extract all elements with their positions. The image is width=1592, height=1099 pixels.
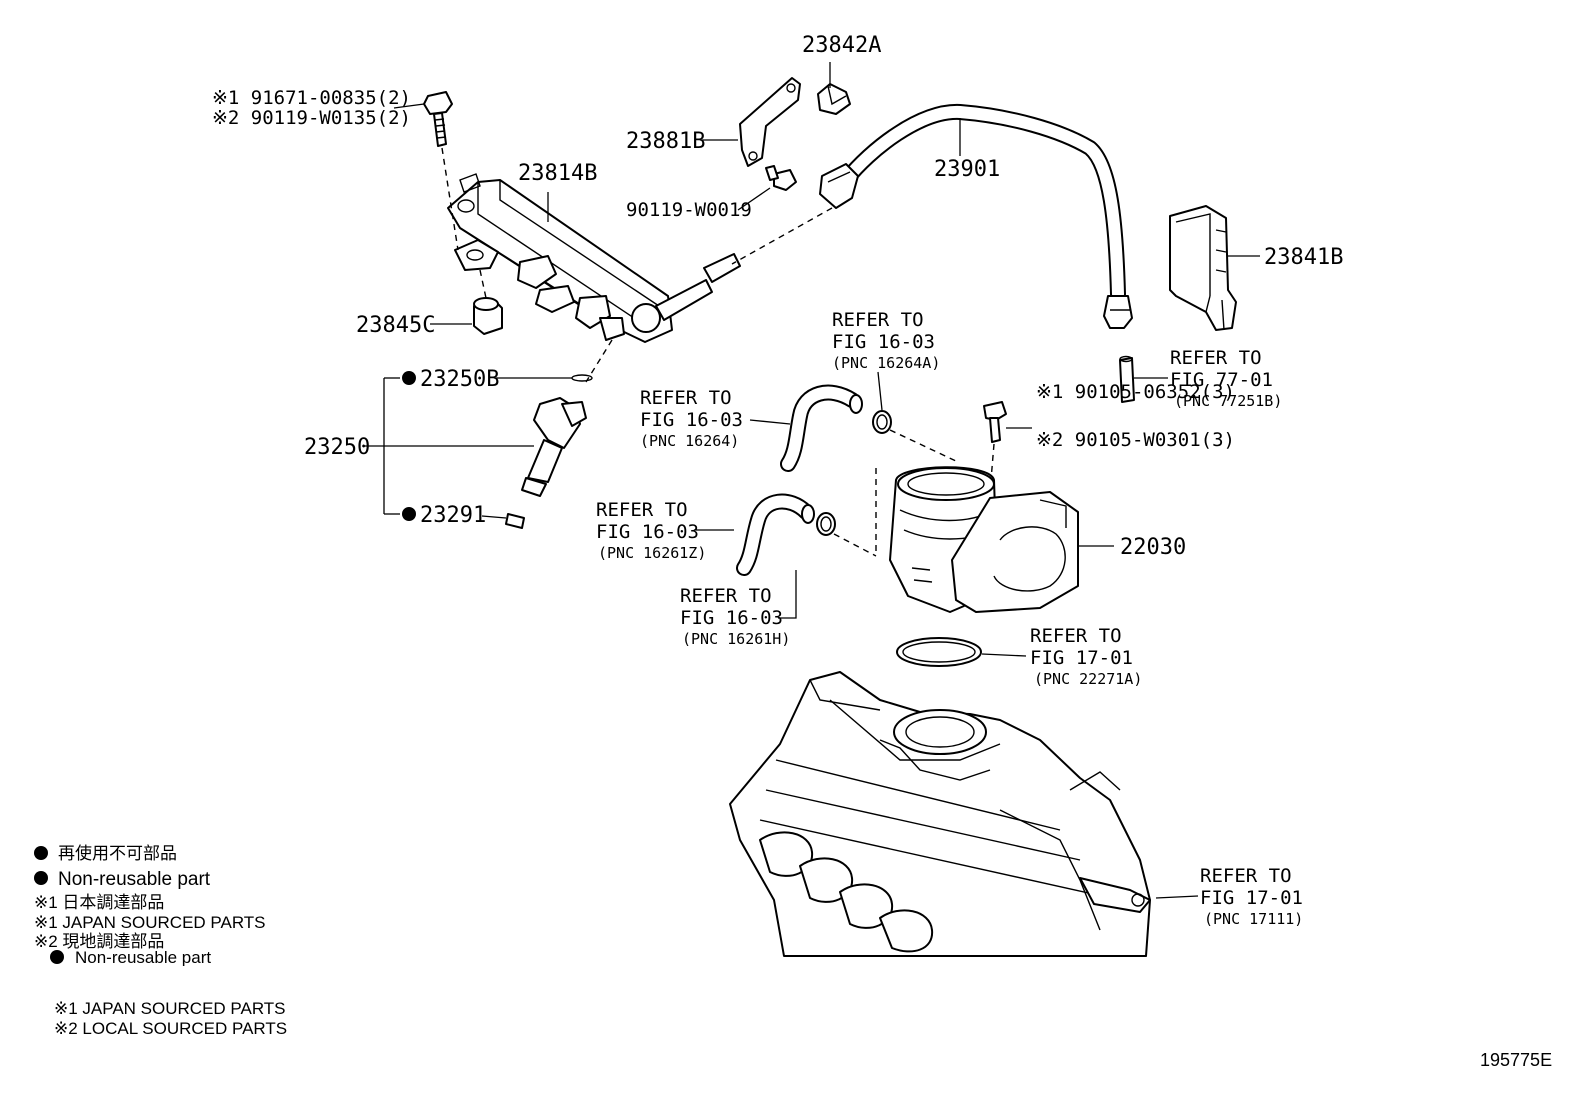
label-23881B: 23881B: [626, 129, 705, 154]
fuel-injector-drawing: [521, 397, 587, 497]
legend-dot-icon: [34, 871, 48, 885]
hose-clamp-drawing: [817, 83, 851, 115]
label-tb-bolt-local: ※2 90105-W0301(3): [1036, 429, 1235, 451]
svg-text:FIG 16-03: FIG 16-03: [596, 521, 699, 543]
legend-japan-en: ※1 JAPAN SOURCED PARTS: [34, 913, 266, 932]
figure-id: 195775E: [1480, 1050, 1552, 1070]
label-23841B: 23841B: [1264, 245, 1343, 270]
throttle-gasket-drawing: [896, 637, 982, 667]
svg-text:FIG 16-03: FIG 16-03: [680, 607, 783, 629]
label-23845C: 23845C: [356, 313, 435, 338]
label-bolt-japan: ※1 91671-00835(2): [212, 87, 411, 109]
svg-text:FIG 77-01: FIG 77-01: [1170, 369, 1273, 391]
label-23291: 23291: [420, 503, 486, 528]
label-bolt-local: ※2 90119-W0135(2): [212, 107, 411, 129]
hose-clip-lower-drawing: [816, 512, 836, 536]
non-reusable-dot: [402, 371, 416, 385]
pressure-sensor-drawing: [1169, 205, 1237, 331]
label-23250: 23250: [304, 435, 370, 460]
bracket-bolt-drawing: [765, 165, 797, 191]
legend-dot-icon: [34, 846, 48, 860]
svg-text:REFER TO: REFER TO: [1200, 865, 1292, 887]
label-23250B: 23250B: [420, 367, 499, 392]
legend-non-reusable-jp: 再使用不可部品: [58, 843, 177, 863]
legend-non-reusable-en: Non-reusable part: [58, 869, 211, 890]
leader-lines: [364, 62, 1260, 899]
throttle-body-drawing: [889, 466, 1079, 613]
svg-text:FIG 16-03: FIG 16-03: [640, 409, 743, 431]
svg-text:FIG 17-01: FIG 17-01: [1200, 887, 1303, 909]
svg-text:REFER TO: REFER TO: [640, 387, 732, 409]
svg-text:FIG 16-03: FIG 16-03: [832, 331, 935, 353]
label-90119-W0019: 90119-W0019: [626, 199, 752, 221]
legend: 再使用不可部品 Non-reusable part ※1 日本調達部品 ※1 J…: [34, 843, 287, 1038]
hose-bracket-drawing: [739, 77, 801, 167]
svg-text:(PNC 17111): (PNC 17111): [1204, 910, 1303, 928]
refer-16261H: REFER TO FIG 16-03 (PNC 16261H): [680, 585, 790, 648]
svg-text:(PNC 16261H): (PNC 16261H): [682, 630, 790, 648]
legend-japan-jp: ※1 日本調達部品: [34, 893, 164, 912]
legend-local-jp: ※2 現地調達部品: [34, 932, 164, 951]
water-hose-lower-drawing: [736, 493, 815, 576]
mounting-bolt-drawing: [423, 91, 459, 251]
refer-22271A: REFER TO FIG 17-01 (PNC 22271A): [1030, 625, 1142, 688]
part-labels: 23842A 23881B 90119-W0019 23901 23814B 2…: [212, 33, 1343, 560]
svg-text:(PNC 16264): (PNC 16264): [640, 432, 739, 450]
legend-japan-en-2: ※1 JAPAN SOURCED PARTS: [54, 999, 286, 1018]
hose-clip-upper-drawing: [872, 410, 892, 434]
refer-77251B: REFER TO FIG 77-01 (PNC 77251B): [1170, 347, 1282, 410]
injector-seal-drawing: [505, 513, 525, 529]
guide-line: [833, 533, 877, 557]
label-22030: 22030: [1120, 535, 1186, 560]
guide-line: [585, 339, 613, 383]
guide-line: [889, 429, 959, 463]
refer-16261Z: REFER TO FIG 16-03 (PNC 16261Z): [596, 499, 706, 562]
fuel-hose-drawing: [731, 103, 1133, 329]
fuel-delivery-pipe-drawing: [447, 173, 741, 343]
refer-labels: REFER TO FIG 16-03 (PNC 16264A) REFER TO…: [596, 309, 1303, 928]
legend-local-en: ※2 LOCAL SOURCED PARTS: [54, 1019, 287, 1038]
svg-text:REFER TO: REFER TO: [1170, 347, 1262, 369]
label-tb-bolt-japan: ※1 90105-06352(3): [1036, 381, 1235, 403]
svg-text:(PNC 16264A): (PNC 16264A): [832, 354, 940, 372]
insulator-drawing: [473, 269, 503, 335]
label-23901: 23901: [934, 157, 1000, 182]
svg-text:(PNC 16261Z): (PNC 16261Z): [598, 544, 706, 562]
intake-manifold-drawing: [729, 671, 1151, 957]
svg-text:(PNC 22271A): (PNC 22271A): [1034, 670, 1142, 688]
svg-text:REFER TO: REFER TO: [832, 309, 924, 331]
refer-16264A: REFER TO FIG 16-03 (PNC 16264A): [832, 309, 940, 372]
label-23842A: 23842A: [802, 33, 881, 58]
legend-clipped-row: Non-reusable part: [50, 948, 211, 967]
svg-text:REFER TO: REFER TO: [680, 585, 772, 607]
throttle-body-bolt-drawing: [983, 401, 1007, 493]
svg-text:Non-reusable part: Non-reusable part: [75, 948, 211, 967]
svg-text:REFER TO: REFER TO: [1030, 625, 1122, 647]
vacuum-tube-drawing: [1119, 355, 1135, 403]
label-23814B: 23814B: [518, 161, 597, 186]
refer-16264: REFER TO FIG 16-03 (PNC 16264): [640, 387, 743, 450]
non-reusable-dot: [402, 507, 416, 521]
water-hose-upper-drawing: [780, 384, 863, 472]
svg-text:(PNC 77251B): (PNC 77251B): [1174, 392, 1282, 410]
svg-text:FIG 17-01: FIG 17-01: [1030, 647, 1133, 669]
svg-text:REFER TO: REFER TO: [596, 499, 688, 521]
refer-17111: REFER TO FIG 17-01 (PNC 17111): [1200, 865, 1303, 928]
